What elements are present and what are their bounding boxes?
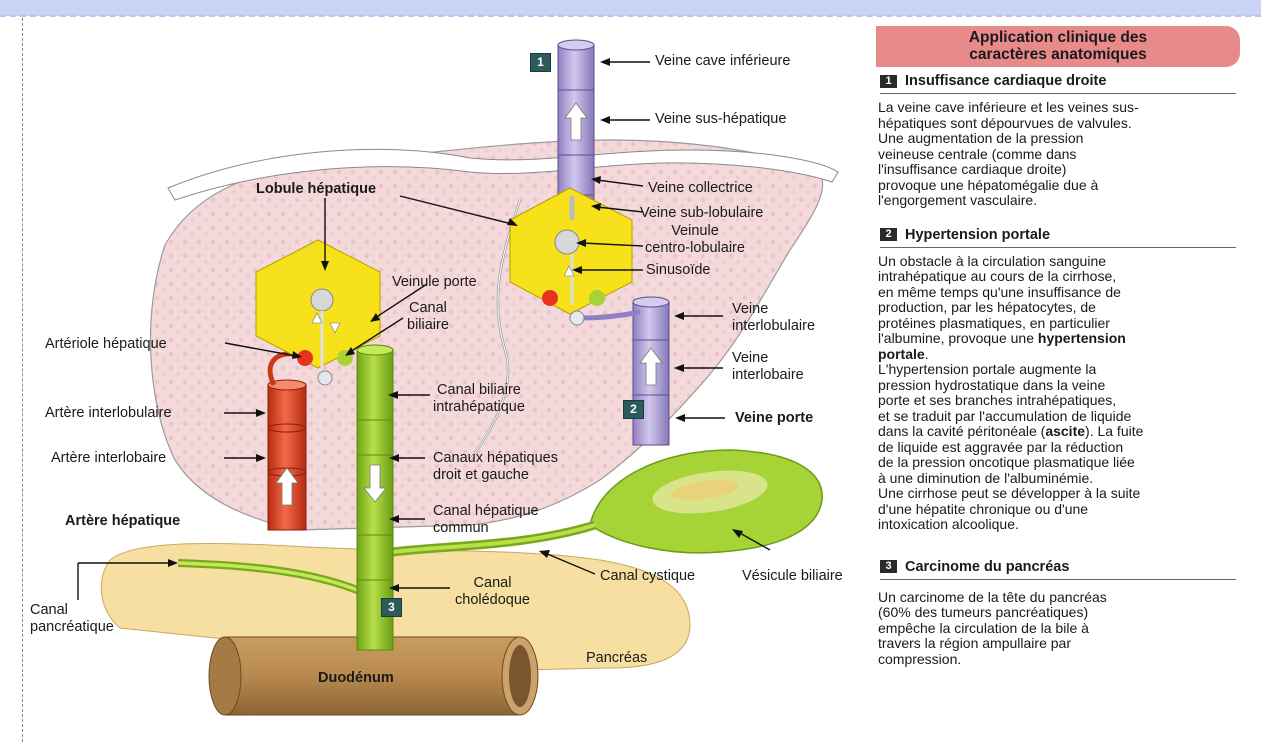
section-heading-text: Insuffisance cardiaque droite [905, 73, 1106, 89]
label-veine-collectrice: Veine collectrice [648, 180, 753, 197]
label-veine-cave-inferieure: Veine cave inférieure [655, 53, 790, 70]
section-heading-text: Hypertension portale [905, 227, 1050, 243]
section-number: 3 [880, 560, 897, 573]
label-veinule-porte: Veinule porte [392, 274, 477, 291]
section-1-heading: 1 Insuffisance cardiaque droite [880, 73, 1236, 94]
label-pancreas: Pancréas [586, 650, 647, 667]
section-2-heading: 2 Hypertension portale [880, 227, 1236, 248]
label-artere-interlobaire: Artère interlobaire [51, 450, 166, 467]
number-badge-2: 2 [623, 400, 644, 419]
label-veine-sub-lobulaire: Veine sub-lobulaire [640, 205, 763, 222]
section-3-heading: 3 Carcinome du pancréas [880, 559, 1236, 580]
section-number: 2 [880, 228, 897, 241]
label-veine-sus-hepatique: Veine sus-hépatique [655, 111, 786, 128]
label-artere-hepatique: Artère hépatique [65, 513, 180, 530]
section-1-body: La veine cave inférieure et les veines s… [878, 100, 1238, 209]
number-badge-1: 1 [530, 53, 551, 72]
label-vesicule-biliaire: Vésicule biliaire [742, 568, 843, 585]
section-2-body: Un obstacle à la circulation sanguine in… [878, 254, 1238, 533]
section-3-body: Un carcinome de la tête du pancréas (60%… [878, 590, 1238, 668]
label-duodenum: Duodénum [318, 670, 394, 687]
label-lobule-hepatique: Lobule hépatique [256, 181, 376, 198]
hepatic-artery [268, 385, 306, 530]
label-veine-porte: Veine porte [735, 410, 813, 427]
label-artere-interlobulaire: Artère interlobulaire [45, 405, 172, 422]
section-heading-text: Carcinome du pancréas [905, 559, 1069, 575]
section-number: 1 [880, 75, 897, 88]
number-badge-3: 3 [381, 598, 402, 617]
label-sinusoide: Sinusoïde [646, 262, 711, 279]
label-canal-cystique: Canal cystique [600, 568, 695, 585]
label-arteriole-hepatique: Artériole hépatique [45, 336, 167, 353]
